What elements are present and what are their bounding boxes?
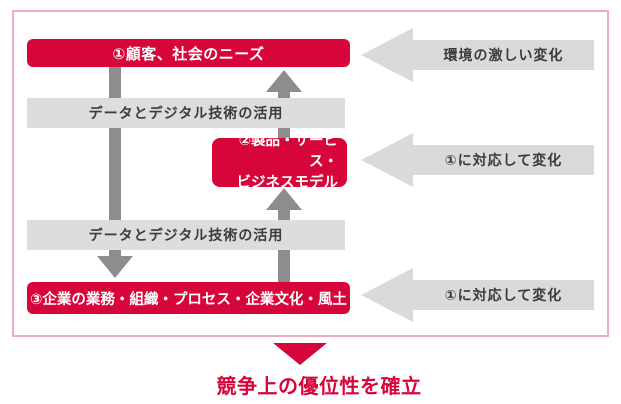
left-arrow-head-icon xyxy=(361,268,413,322)
up-arrow-icon-top xyxy=(266,70,302,92)
footer-competitive-advantage: 競争上の優位性を確立 xyxy=(216,376,422,398)
up-arrow-icon-middle xyxy=(266,188,302,210)
box-company-operations-culture: ③企業の業務・組織・プロセス・企業文化・風土 xyxy=(27,282,350,314)
side-arrow-label: ①に対応して変化 xyxy=(444,287,563,303)
left-arrow-environment-change: 環境の激しい変化 xyxy=(361,28,594,82)
down-arrow-icon xyxy=(97,256,133,278)
box-products-line1: ②製品・サービス・ xyxy=(238,133,338,170)
bar-data-digital-utilization-2: データとデジタル技術の活用 xyxy=(27,220,345,250)
side-arrow-label: 環境の激しい変化 xyxy=(443,47,564,63)
box-products-line2: ビジネスモデル xyxy=(236,175,339,191)
left-arrow-head-icon xyxy=(361,28,413,82)
bar-data-digital-utilization-1: データとデジタル技術の活用 xyxy=(27,98,345,128)
left-arrow-head-icon xyxy=(361,133,413,187)
left-arrow-change-for-1-upper: ①に対応して変化 xyxy=(361,133,594,187)
down-triangle-icon xyxy=(273,343,327,365)
box-products-services-business-model: ②製品・サービス・ ビジネスモデル xyxy=(212,133,347,191)
side-arrow-label: ①に対応して変化 xyxy=(444,152,563,168)
box-customer-social-needs: ①顧客、社会のニーズ xyxy=(27,39,350,67)
left-arrow-change-for-1-lower: ①に対応して変化 xyxy=(361,268,594,322)
